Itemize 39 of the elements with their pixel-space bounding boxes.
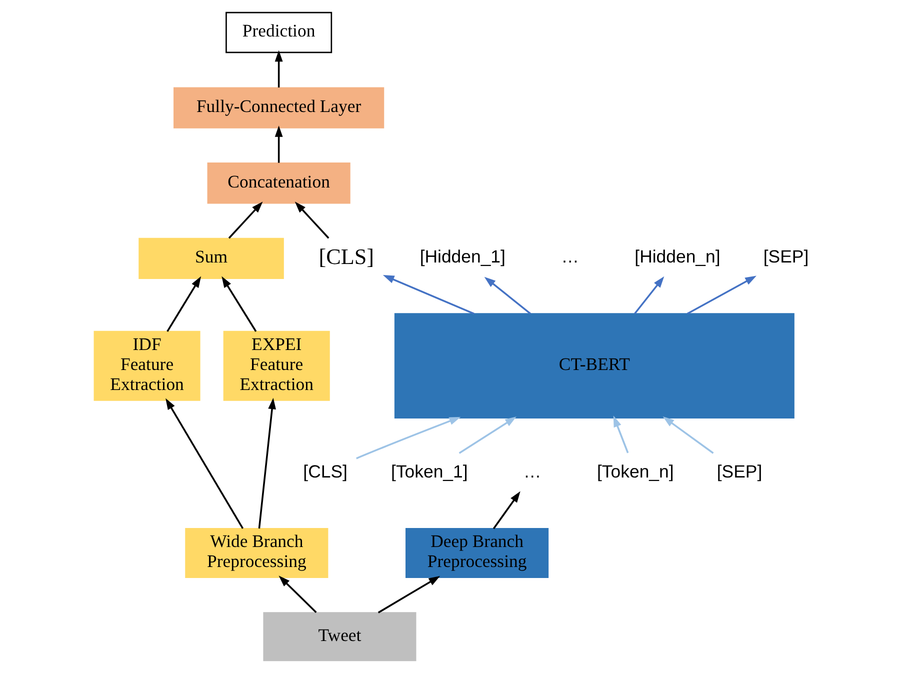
node-box: Prediction — [225, 12, 332, 54]
node-text: [SEP] — [716, 461, 762, 482]
arrow — [258, 398, 276, 529]
arrow — [228, 202, 262, 239]
node-box: Fully-Connected Layer — [173, 87, 384, 128]
node-box: Wide Branch Preprocessing — [184, 528, 328, 578]
arrow — [492, 491, 520, 530]
arrow — [458, 416, 516, 454]
node-text: [CLS] — [318, 244, 374, 269]
arrow — [382, 275, 474, 314]
node-text: [CLS] — [302, 461, 347, 482]
node-text: … — [523, 461, 541, 482]
node-box: Tweet — [262, 612, 416, 662]
label: … — [560, 246, 578, 267]
arrow — [165, 398, 244, 529]
node-text: [SEP] — [762, 246, 808, 267]
arrow — [166, 276, 201, 332]
node-box: IDF Feature Extraction — [93, 330, 200, 401]
node-box: EXPEI Feature Extraction — [222, 330, 330, 401]
node-box: Concatenation — [206, 162, 350, 204]
node-text: [Hidden_1] — [419, 246, 505, 267]
arrow — [634, 276, 664, 314]
node-box: Deep Branch Preprocessing — [405, 528, 548, 578]
arrow — [662, 416, 714, 454]
node-box: Sum — [138, 238, 284, 280]
node-text: [Token_n] — [596, 461, 674, 482]
node-text: [Hidden_n] — [634, 246, 720, 267]
arrow — [356, 416, 460, 460]
arrow — [612, 416, 628, 454]
arrow — [221, 276, 256, 332]
arrow — [274, 126, 282, 163]
arrow — [294, 202, 329, 239]
arrow — [686, 276, 756, 314]
arrow — [274, 50, 282, 88]
arrow — [377, 576, 440, 614]
arrow — [484, 276, 531, 314]
arrow — [278, 576, 316, 614]
node-text: [Token_1] — [390, 461, 468, 482]
node-box: CT-BERT — [394, 313, 794, 419]
